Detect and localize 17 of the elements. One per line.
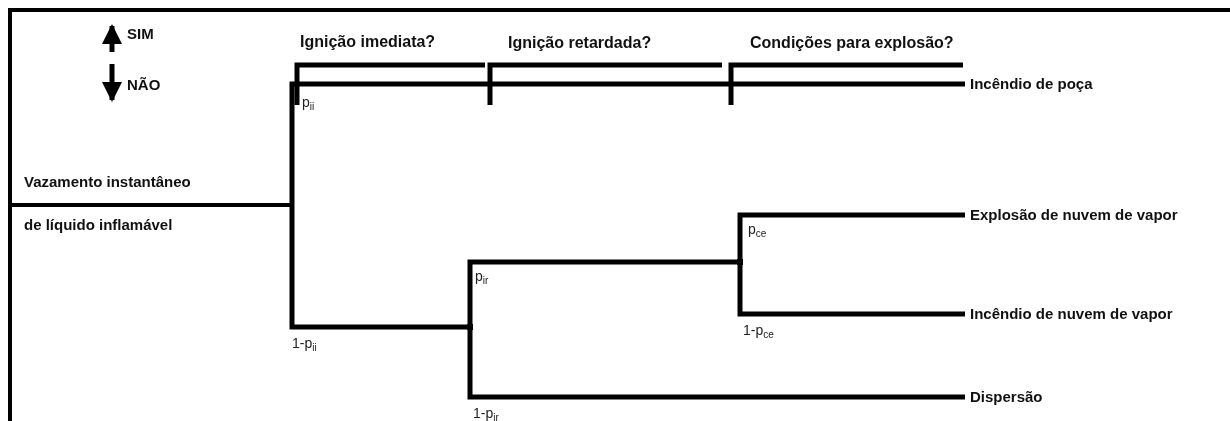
- column-heading: Condições para explosão?: [750, 34, 954, 52]
- branch-line: [737, 262, 965, 317]
- legend-text: SIM: [127, 25, 154, 42]
- branch-line: [737, 212, 965, 262]
- outcome-text: Explosão de nuvem de vapor: [970, 205, 1178, 225]
- edge-label: 1-p$_{ir}$: [473, 405, 499, 421]
- branch-line: [289, 205, 470, 330]
- column-heading: Ignição retardada?: [508, 34, 652, 52]
- column-heading: Ignição imediata?: [300, 33, 436, 51]
- branch-line: [289, 81, 965, 205]
- branch-line: [467, 327, 965, 400]
- event-text: Vazamento instantâneo de líquido inflamável: [23, 172, 192, 235]
- legend-text: NÃO: [127, 76, 161, 93]
- outcome-text: Dispersão: [970, 387, 1043, 407]
- outcome-text: Incêndio de poça: [970, 74, 1093, 94]
- outcome-text: Incêndio de nuvem de vapor: [970, 304, 1173, 324]
- branch-line: [467, 259, 740, 327]
